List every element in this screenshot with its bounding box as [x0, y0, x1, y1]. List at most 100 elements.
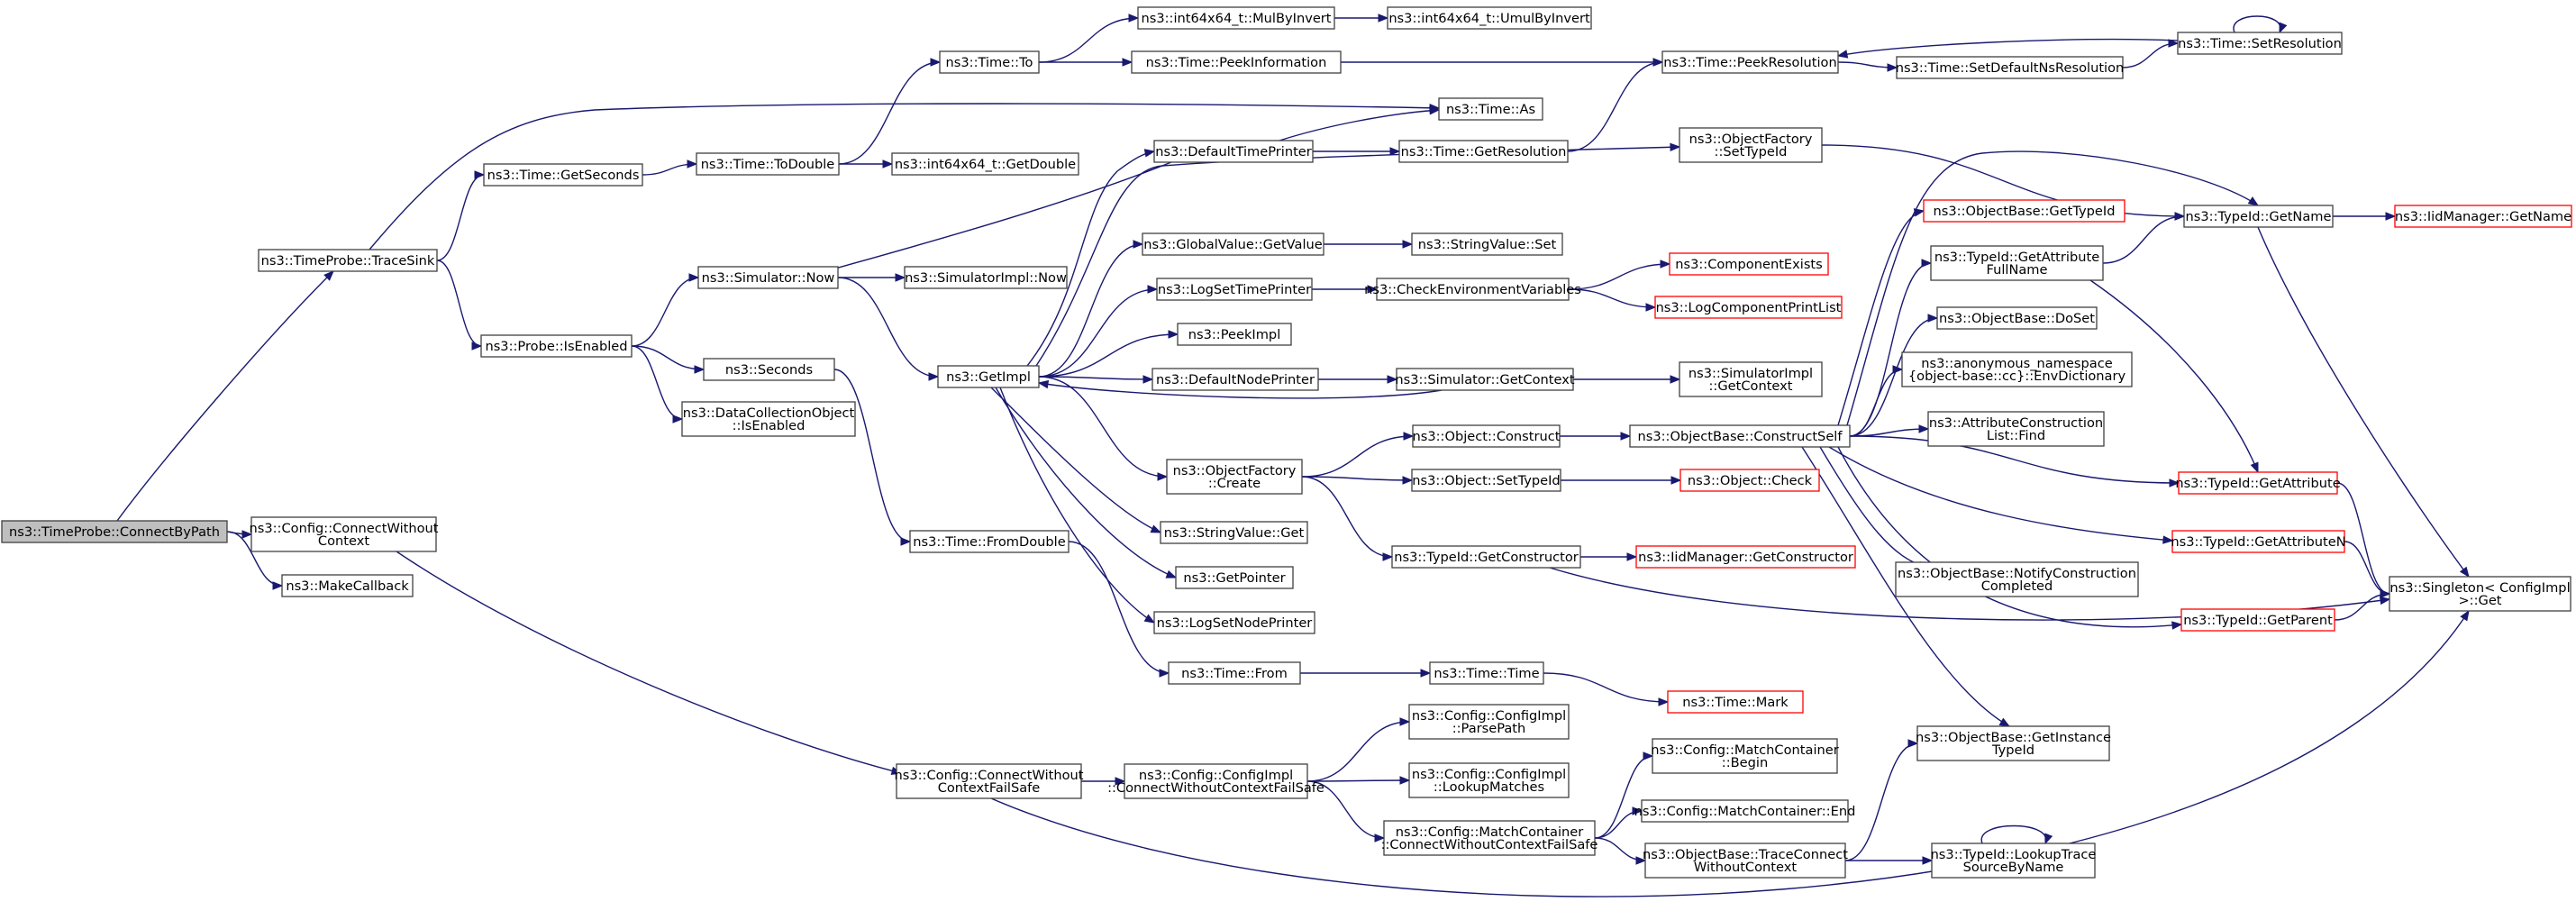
arrowhead-icon [1670, 142, 1681, 152]
node-sim_now[interactable]: ns3::Simulator::Now [697, 266, 839, 289]
node-label: ::ParsePath [1452, 721, 1526, 736]
node-checkenv[interactable]: ns3::CheckEnvironmentVariables [1364, 278, 1581, 301]
node-peekimpl[interactable]: ns3::PeekImpl [1177, 323, 1292, 346]
arrowhead-icon [272, 581, 284, 590]
node-ob_tracecwc[interactable]: ns3::ObjectBase::TraceConnectWithoutCont… [1643, 843, 1848, 879]
node-mc_begin[interactable]: ns3::Config::MatchContainer::Begin [1651, 738, 1839, 774]
node-defnodeprinter[interactable]: ns3::DefaultNodePrinter [1151, 368, 1319, 391]
node-box [1641, 799, 1849, 823]
node-gv_getvalue[interactable]: ns3::GlobalValue::GetValue [1142, 232, 1324, 256]
node-seconds[interactable]: ns3::Seconds [703, 358, 835, 381]
node-mc_end[interactable]: ns3::Config::MatchContainer::End [1634, 799, 1856, 823]
node-sv_set[interactable]: ns3::StringValue::Set [1411, 232, 1563, 256]
node-mc_cwcfs[interactable]: ns3::Config::MatchContainer::ConnectWith… [1381, 820, 1598, 856]
node-cfg_cwc[interactable]: ns3::Config::ConnectWithoutContext [249, 516, 439, 552]
node-singleton_get[interactable]: ns3::Singleton< ConfigImpl >::Get [2389, 576, 2571, 612]
node-label: ns3::int64x64_t::UmulByInvert [1388, 11, 1590, 26]
edge-setres-to-peekres [1836, 38, 2179, 59]
edge-line [116, 270, 334, 522]
node-tid_getname[interactable]: ns3::TypeId::GetName [2183, 205, 2334, 228]
node-time_as[interactable]: ns3::Time::As [1438, 97, 1543, 121]
node-sim_getcontext[interactable]: ns3::Simulator::GetContext [1395, 368, 1575, 391]
node-ob_gettypeid[interactable]: ns3::ObjectBase::GetTypeId [1923, 199, 2125, 223]
node-setdefaultns[interactable]: ns3::Time::SetDefaultNsResolution [1896, 56, 2125, 79]
edge-line [838, 61, 941, 165]
node-getimpl[interactable]: ns3::GetImpl [937, 365, 1040, 388]
node-label: ns3::MakeCallback [286, 578, 409, 594]
node-box [1175, 566, 1294, 589]
node-peekinfo[interactable]: ns3::Time::PeekInformation [1131, 50, 1342, 74]
node-tid_getattr[interactable]: ns3::TypeId::GetAttribute [2175, 471, 2341, 495]
node-of_create[interactable]: ns3::ObjectFactory::Create [1166, 459, 1303, 495]
node-probe_isenabled[interactable]: ns3::Probe::IsEnabled [480, 334, 633, 358]
node-root[interactable]: ns3::TimeProbe::ConnectByPath [1, 520, 228, 543]
node-makecallback[interactable]: ns3::MakeCallback [281, 574, 414, 597]
node-box [703, 358, 835, 381]
node-label: ::ConnectWithoutContextFailSafe [1107, 780, 1324, 796]
node-ob_constructself[interactable]: ns3::ObjectBase::ConstructSelf [1629, 424, 1851, 448]
node-i64_getdouble[interactable]: ns3::int64x64_t::GetDouble [891, 152, 1079, 176]
node-logsettimeprinter[interactable]: ns3::LogSetTimePrinter [1156, 278, 1313, 301]
node-ci_parsepath[interactable]: ns3::Config::ConfigImpl::ParsePath [1408, 704, 1570, 740]
node-label: ns3::Time::FromDouble [913, 534, 1065, 550]
node-label: SourceByName [1963, 860, 2064, 875]
arrowhead-icon [1168, 330, 1179, 339]
edge-time_from-to-time_time [1299, 669, 1432, 678]
node-iid_getconstructor[interactable]: ns3::IidManager::GetConstructor [1635, 545, 1856, 569]
node-label: ns3::DefaultNodePrinter [1156, 372, 1315, 387]
node-envdict[interactable]: ns3::anonymous_namespace{object-base::cc… [1901, 351, 2133, 387]
node-logcompprint[interactable]: ns3::LogComponentPrintList [1654, 296, 1843, 319]
edge-line [1301, 476, 1413, 481]
edge-line [1038, 243, 1143, 378]
node-simimpl_now[interactable]: ns3::SimulatorImpl::Now [904, 266, 1068, 289]
node-label: ContextFailSafe [938, 780, 1041, 796]
node-getseconds[interactable]: ns3::Time::GetSeconds [483, 163, 643, 187]
node-box [1429, 661, 1544, 685]
node-of_settypeid[interactable]: ns3::ObjectFactory::SetTypeId [1679, 127, 1823, 163]
node-time_mark[interactable]: ns3::Time::Mark [1667, 690, 1804, 714]
node-todouble[interactable]: ns3::Time::ToDouble [696, 152, 840, 176]
node-obj_settypeid[interactable]: ns3::Object::SetTypeId [1411, 469, 1561, 492]
node-label: ns3::Config::MatchContainer [1396, 824, 1583, 840]
node-dco_isenabled[interactable]: ns3::DataCollectionObject::IsEnabled [681, 401, 856, 437]
node-sv_get[interactable]: ns3::StringValue::Get [1160, 521, 1308, 544]
node-compexists[interactable]: ns3::ComponentExists [1669, 252, 1829, 276]
node-ob_doset[interactable]: ns3::ObjectBase::DoSet [1936, 306, 2098, 330]
node-deftimeprinter[interactable]: ns3::DefaultTimePrinter [1153, 140, 1314, 163]
node-label: ns3::SimulatorImpl [1689, 366, 1813, 381]
node-tracesink[interactable]: ns3::TimeProbe::TraceSink [258, 249, 438, 272]
node-mulbyinvert[interactable]: ns3::int64x64_t::MulByInvert [1137, 6, 1335, 30]
node-peekres[interactable]: ns3::Time::PeekResolution [1661, 50, 1839, 74]
node-setres[interactable]: ns3::Time::SetResolution [2177, 32, 2343, 55]
node-umulbyinvert[interactable]: ns3::int64x64_t::UmulByInvert [1387, 6, 1592, 30]
node-ob_notify[interactable]: ns3::ObjectBase::NotifyConstructionCompl… [1895, 561, 2139, 597]
node-iid_getname[interactable]: ns3::IidManager::GetName [2394, 205, 2572, 228]
node-label: ns3::StringValue::Set [1418, 237, 1557, 252]
node-cfg_cwcfs[interactable]: ns3::Config::ConnectWithoutContextFailSa… [894, 763, 1084, 799]
edge-tracesink-to-getseconds [436, 170, 486, 261]
arrowhead-icon [1922, 856, 1934, 865]
node-obj_check[interactable]: ns3::Object::Check [1679, 469, 1820, 492]
edge-ci_cwcfs-to-ci_lookup [1306, 776, 1411, 785]
node-fromdouble[interactable]: ns3::Time::FromDouble [909, 530, 1070, 553]
node-box [1408, 762, 1570, 798]
node-ci_lookup[interactable]: ns3::Config::ConfigImpl::LookupMatches [1408, 762, 1570, 798]
node-time_time[interactable]: ns3::Time::Time [1429, 661, 1544, 685]
node-getpointer[interactable]: ns3::GetPointer [1175, 566, 1294, 589]
node-logsetnodeprinter[interactable]: ns3::LogSetNodePrinter [1153, 611, 1315, 634]
node-getresolution[interactable]: ns3::Time::GetResolution [1398, 140, 1569, 163]
edge-line [833, 369, 911, 542]
node-obj_construct[interactable]: ns3::Object::Construct [1412, 424, 1561, 448]
node-tid_getparent[interactable]: ns3::TypeId::GetParent [2180, 608, 2335, 632]
node-tid_getattrn[interactable]: ns3::TypeId::GetAttributeN [2171, 530, 2346, 553]
node-time_to[interactable]: ns3::Time::To [939, 50, 1040, 74]
node-ci_cwcfs[interactable]: ns3::Config::ConfigImpl::ConnectWithoutC… [1107, 763, 1324, 799]
node-simimpl_getcontext[interactable]: ns3::SimulatorImpl::GetContext [1679, 361, 1823, 397]
node-time_from[interactable]: ns3::Time::From [1168, 661, 1301, 685]
arrowhead-icon [1115, 777, 1126, 786]
node-tid_getconstructor[interactable]: ns3::TypeId::GetConstructor [1391, 545, 1581, 569]
